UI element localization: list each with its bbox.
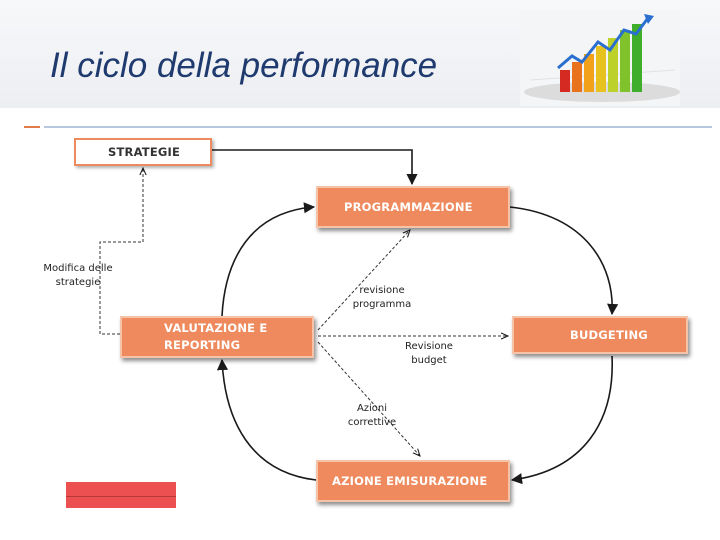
label-modifica-strategie: Modifica delle strategie [43,263,113,288]
arc-valutazione-programmazione [221,202,316,317]
dashed-revisione-programma [317,230,410,331]
arc-budgeting-azione [510,355,613,485]
arc-azione-valutazione [216,358,317,481]
growth-bar-chart-icon [520,10,680,106]
arc-programmazione-budgeting [509,206,619,316]
node-azione-misurazione: AZIONE EMISURAZIONE [316,460,510,502]
red-highlight-bar [66,482,176,508]
node-strategie: STRATEGIE [74,138,212,166]
node-budgeting: BUDGETING [512,316,688,354]
node-programmazione: PROGRAMMAZIONE [316,186,510,228]
label-revisione-budget: Revisione budget [405,341,453,366]
node-valutazione-label: VALUTAZIONE E REPORTING [164,321,268,352]
label-azioni-correttive: Azioni correttive [347,403,397,428]
dashed-modifica-strategie [99,168,143,335]
slide-title: Il ciclo della performance [50,46,438,85]
label-revisione-programma: revisione programma [352,285,412,310]
arrow-strategie-programmazione [212,149,418,186]
node-valutazione-reporting: VALUTAZIONE E REPORTING [120,316,314,358]
title-rule-accent [24,126,40,128]
title-rule [44,126,712,128]
dashed-azioni-correttive [317,341,420,456]
